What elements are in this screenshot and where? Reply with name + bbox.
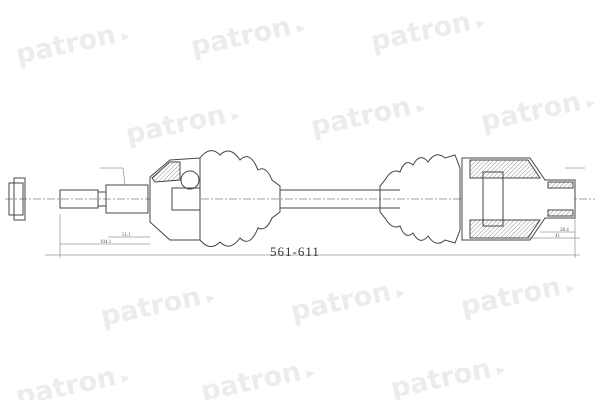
dim-housing-length: 51.1 [122,233,131,238]
dim-thread-length: 28.4 [560,228,569,233]
overall-length-label: 561-611 [270,244,320,259]
dim-right-housing: 41 [555,234,560,239]
dim-spline-length: 104.1 [100,240,112,245]
